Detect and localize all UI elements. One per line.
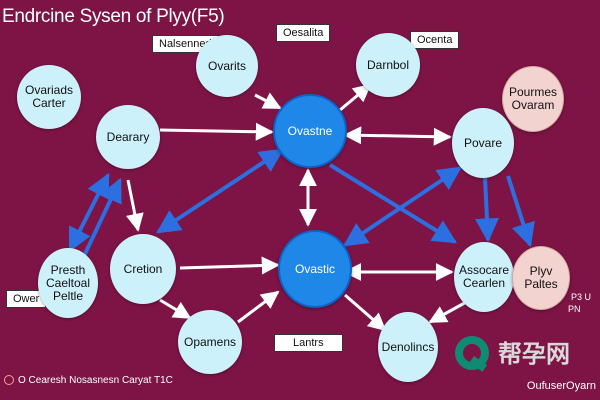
node-label: Presth Caeltoal Peltle (45, 262, 91, 303)
arrow-cretion-opamens (159, 298, 192, 320)
arrow-blue-dearay-presth-2 (82, 177, 122, 257)
arrow-ovarits-ovastne (254, 92, 282, 110)
node-ovarits[interactable]: Ovarits (196, 35, 258, 97)
node-pourmes-ovaram[interactable]: Pourmes Ovaram (502, 66, 564, 132)
node-cretion[interactable]: Cretion (110, 234, 176, 304)
node-label: Denolincs (381, 339, 435, 354)
diagram-title: Endrcine Sysen of Plyy(F5) (2, 6, 225, 27)
node-denolines[interactable]: Denolincs (378, 312, 438, 382)
footer-caption: O Cearesh Nosasnesn Caryat T1C (4, 375, 173, 386)
arrow-denolines-assocaro (428, 298, 471, 324)
arrow-cretion-ovasetic (179, 256, 280, 275)
arrow-blue-povare-ovasetic (343, 166, 462, 247)
footer-caption-text: O Cearesh Nosasnesn Caryat T1C (18, 375, 173, 386)
node-label: Opamens (183, 334, 237, 349)
node-label: Darnbol (366, 57, 410, 72)
arrow-blue-povare-assocaro (474, 177, 499, 243)
node-dearay[interactable]: Dearary (96, 105, 160, 169)
watermark-logo: 帮孕网 (455, 336, 570, 372)
node-label: Ovastic (294, 261, 335, 276)
node-label: Dearary (106, 129, 150, 144)
node-ovarian-carter[interactable]: Ovariads Carter (17, 65, 81, 129)
node-presth[interactable]: Presth Caeltoal Peltle (38, 248, 98, 318)
node-label: Pourmes Ovaram (508, 85, 558, 112)
node-ovastne[interactable]: Ovastne (273, 94, 347, 168)
footer-right-text: OufuserOyarn (526, 380, 596, 392)
label-oesalita: Oesalita (276, 24, 331, 42)
node-opamens[interactable]: Opamens (178, 310, 242, 374)
node-assocaro[interactable]: Assocare Cearlen (454, 242, 514, 312)
node-label: Cretion (123, 261, 163, 276)
arrow-ovasetic-denolines (344, 293, 387, 332)
node-label: Assocare Cearlen (458, 263, 510, 290)
arrow-opamens-ovasetic (237, 290, 280, 324)
label-ower: Ower (6, 290, 47, 308)
arrow-blue-ovastne-cretion (155, 148, 285, 234)
arrow-dearay-cretion (125, 179, 144, 232)
node-label: Ovastne (287, 123, 333, 138)
circle-mark-icon (4, 375, 14, 386)
label-ocenta: Ocenta (410, 31, 460, 49)
node-label: Povare (463, 135, 503, 150)
node-label: Ovariads Carter (24, 83, 74, 110)
svg-text:帮孕网: 帮孕网 (498, 340, 570, 368)
arrow-ovastne-povare (343, 126, 452, 146)
arrow-dearay-ovastne (159, 122, 274, 141)
node-label: Plyv Paltes (524, 264, 558, 291)
node-plypathes[interactable]: Plyv Paltes (512, 246, 570, 310)
label-lantrs: Lantrs (274, 334, 343, 352)
node-darnbol[interactable]: Darnbol (356, 33, 420, 97)
node-ovasetic[interactable]: Ovastic (278, 230, 352, 308)
label-p3u: P3 U (571, 292, 592, 302)
arrow-blue-ovastne-assocaro (328, 163, 458, 244)
node-povare[interactable]: Povare (452, 108, 514, 178)
node-label: Ovarits (207, 58, 246, 73)
arrow-blue-povare-plypathes (506, 175, 535, 248)
arrow-darnbol-ovastne (339, 83, 372, 112)
label-pn: PN (568, 304, 581, 314)
arrow-blue-dearay-presth-1 (68, 172, 110, 253)
